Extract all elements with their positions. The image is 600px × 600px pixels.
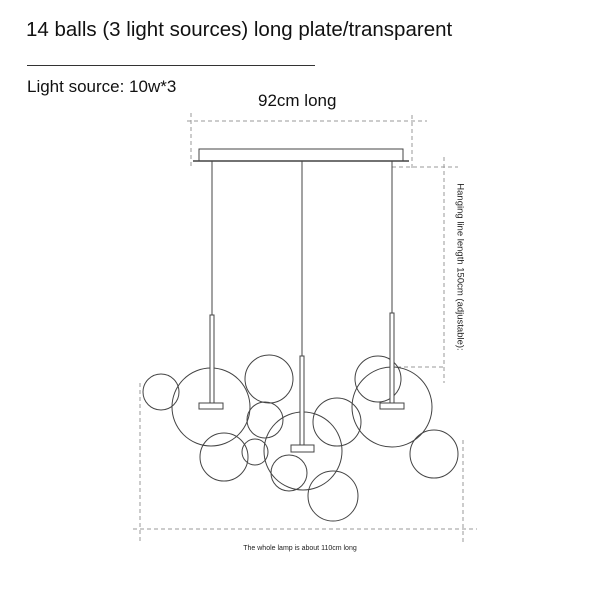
light-disc-right — [379, 402, 405, 410]
ceiling-plate — [198, 148, 404, 162]
glass-ball — [307, 470, 359, 522]
tube-right — [389, 312, 395, 404]
whole-lamp-length-label: The whole lamp is about 110cm long — [243, 545, 357, 552]
tube-left — [209, 314, 215, 404]
glass-ball — [142, 373, 180, 411]
light-disc-center — [290, 444, 315, 453]
lamp — [142, 148, 459, 522]
plate-width-label: 92cm long — [258, 91, 337, 110]
divider — [27, 65, 315, 66]
glass-ball — [270, 454, 308, 492]
tube-center — [299, 355, 305, 446]
dimension-lines — [133, 113, 477, 543]
light-disc-left — [198, 402, 224, 410]
glass-ball — [244, 354, 294, 404]
glass-ball — [312, 397, 362, 447]
glass-ball — [199, 432, 249, 482]
light-source-spec: Light source: 10w*3 — [27, 77, 177, 96]
glass-ball — [241, 438, 269, 466]
product-title: 14 balls (3 light sources) long plate/tr… — [26, 18, 453, 41]
glass-ball — [246, 401, 284, 439]
glass-ball — [354, 355, 402, 403]
glass-ball — [409, 429, 459, 479]
